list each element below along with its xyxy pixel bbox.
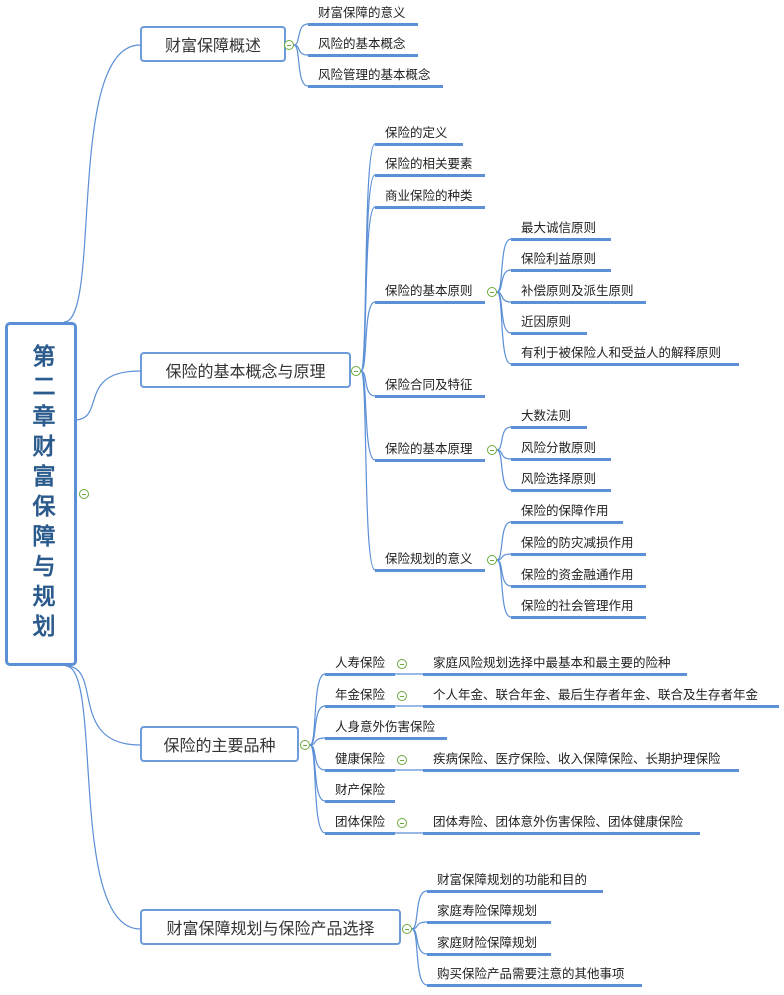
collapse-toggle-icon[interactable] [351, 366, 361, 376]
subtopic[interactable]: 人身意外伤害保险 [325, 719, 447, 740]
subtopic[interactable]: 财产保险 [325, 782, 395, 803]
subtopic[interactable]: 疾病保险、医疗保险、收入保障保险、长期护理保险 [423, 751, 739, 772]
connector-line [411, 928, 428, 986]
subtopic[interactable]: 保险的防灾减损作用 [511, 535, 646, 556]
collapse-toggle-icon[interactable] [397, 691, 407, 701]
connector-line [309, 705, 326, 746]
topic-insurance-types[interactable]: 保险的主要品种 [140, 726, 299, 762]
subtopic[interactable]: 保险利益原则 [511, 251, 611, 272]
subtopic[interactable]: 风险选择原则 [511, 471, 611, 492]
topic-insurance-concepts[interactable]: 保险的基本概念与原理 [140, 352, 351, 388]
connector-line [496, 521, 512, 561]
subtopic[interactable]: 人寿保险 [325, 655, 395, 676]
subtopic[interactable]: 风险的基本概念 [308, 36, 418, 57]
subtopic[interactable]: 保险的相关要素 [375, 156, 485, 177]
subtopic[interactable]: 团体寿险、团体意外伤害保险、团体健康保险 [423, 814, 700, 835]
connector-line [411, 890, 428, 930]
subtopic[interactable]: 家庭寿险保障规划 [427, 903, 551, 924]
connector-line [73, 370, 141, 421]
subtopic[interactable]: 健康保险 [325, 751, 395, 772]
subtopic[interactable]: 保险规划的意义 [375, 551, 485, 572]
topic-wealth-protection-overview[interactable]: 财富保障概述 [140, 26, 286, 62]
connector-line [360, 370, 376, 461]
subtopic[interactable]: 商业保险的种类 [375, 188, 485, 209]
connector-line [496, 291, 512, 365]
subtopic[interactable]: 团体保险 [325, 814, 395, 835]
root-topic[interactable]: 第二章财富保障与规划 [5, 322, 77, 666]
connector-line [63, 44, 141, 323]
collapse-toggle-icon[interactable] [284, 40, 294, 50]
collapse-toggle-icon[interactable] [402, 924, 412, 934]
subtopic[interactable]: 家庭财险保障规划 [427, 935, 551, 956]
connector-line [65, 665, 141, 746]
subtopic[interactable]: 保险的基本原理 [375, 441, 485, 462]
connector-line [309, 744, 326, 834]
connector-line [360, 370, 376, 571]
subtopic[interactable]: 有利于被保险人和受益人的解释原则 [511, 345, 739, 366]
subtopic[interactable]: 风险分散原则 [511, 440, 611, 461]
connector-line [65, 665, 141, 930]
subtopic[interactable]: 保险的保障作用 [511, 503, 623, 524]
subtopic[interactable]: 保险的资金融通作用 [511, 567, 646, 588]
subtopic[interactable]: 补偿原则及派生原则 [511, 283, 646, 304]
subtopic[interactable]: 财富保障的意义 [308, 5, 418, 26]
subtopic[interactable]: 保险的定义 [375, 125, 463, 146]
connector-line [496, 269, 512, 293]
subtopic[interactable]: 保险合同及特征 [375, 377, 485, 398]
subtopic[interactable]: 风险管理的基本概念 [308, 67, 443, 88]
subtopic[interactable]: 保险的基本原则 [375, 283, 485, 304]
collapse-toggle-icon[interactable] [397, 818, 407, 828]
topic-protection-planning[interactable]: 财富保障规划与保险产品选择 [140, 909, 401, 945]
subtopic[interactable]: 近因原则 [511, 314, 587, 335]
connector-line [360, 301, 376, 372]
connector-line [496, 449, 512, 491]
collapse-toggle-icon[interactable] [487, 287, 497, 297]
connector-line [360, 206, 376, 372]
subtopic[interactable]: 财富保障规划的功能和目的 [427, 872, 603, 893]
root-title: 第二章财富保障与规划 [28, 344, 54, 644]
subtopic[interactable]: 保险的社会管理作用 [511, 598, 646, 619]
connector-line [293, 44, 309, 87]
subtopic[interactable]: 个人年金、联合年金、最后生存者年金、联合及生存者年金 [423, 687, 779, 708]
collapse-toggle-icon[interactable] [300, 740, 310, 750]
subtopic[interactable]: 购买保险产品需要注意的其他事项 [427, 966, 642, 987]
connector-line [309, 673, 326, 746]
collapse-toggle-icon[interactable] [487, 445, 497, 455]
subtopic[interactable]: 年金保险 [325, 687, 395, 708]
collapse-toggle-icon[interactable] [397, 755, 407, 765]
collapse-toggle-icon[interactable] [397, 659, 407, 669]
connector-line [309, 744, 326, 802]
connector-line [293, 23, 309, 46]
subtopic[interactable]: 大数法则 [511, 408, 587, 429]
connector-line [496, 559, 512, 618]
subtopic[interactable]: 家庭风险规划选择中最基本和最主要的险种 [423, 655, 687, 676]
collapse-toggle-icon[interactable] [79, 489, 89, 499]
subtopic[interactable]: 最大诚信原则 [511, 220, 611, 241]
connector-line [496, 426, 512, 451]
connector-line [496, 238, 512, 293]
collapse-toggle-icon[interactable] [487, 555, 497, 565]
